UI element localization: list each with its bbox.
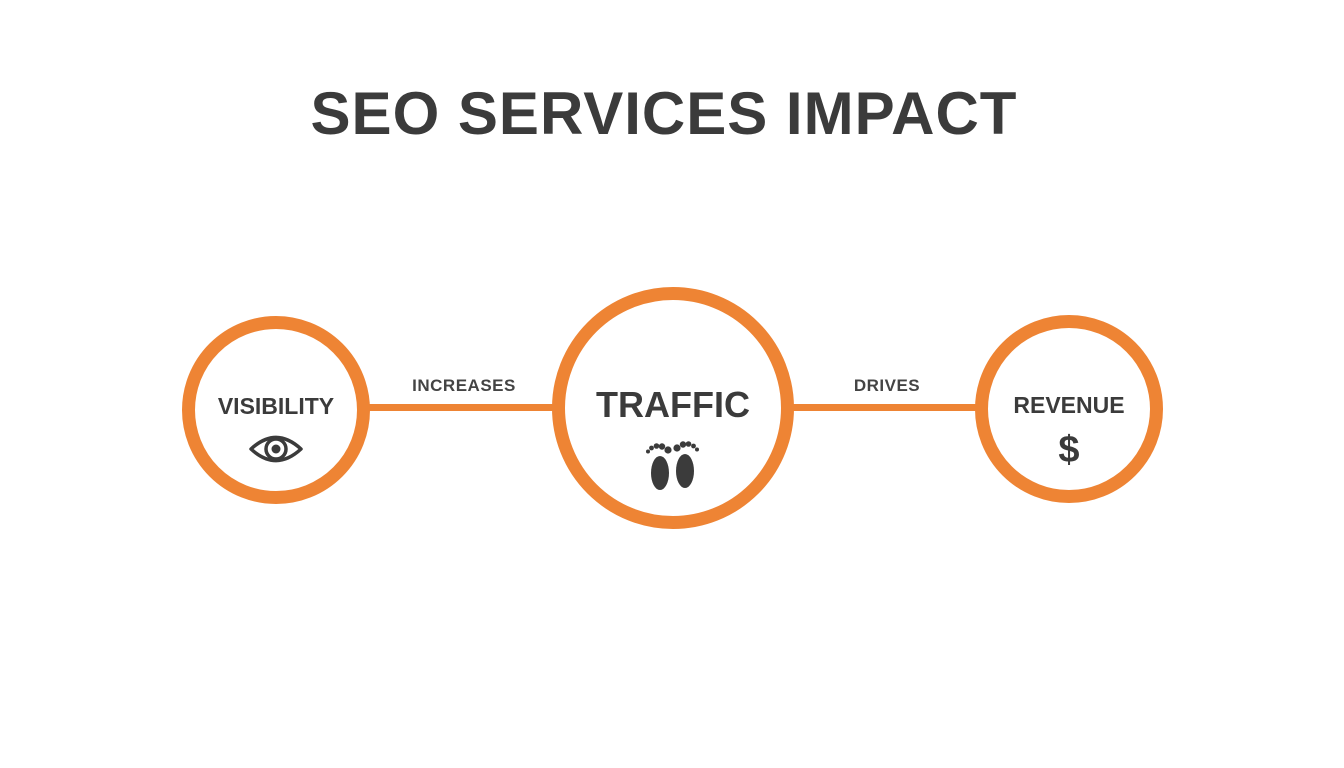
connector-label-increases: INCREASES [412,376,516,395]
eye-icon [248,432,304,471]
footprints-icon [643,438,703,499]
node-label-visibility: VISIBILITY [217,393,335,419]
connector-line-traffic-revenue [786,404,982,411]
node-label-traffic: TRAFFIC [596,384,750,425]
connector-line-visibility-traffic [360,404,560,411]
node-revenue: REVENUE $ [975,315,1163,503]
node-label-revenue: REVENUE [1013,392,1125,418]
dollar-icon: $ [1058,429,1080,471]
node-visibility: VISIBILITY [182,316,370,504]
node-traffic: TRAFFIC [552,287,794,529]
connector-label-drives: DRIVES [853,376,921,395]
diagram-title: SEO SERVICES IMPACT [310,80,1018,147]
